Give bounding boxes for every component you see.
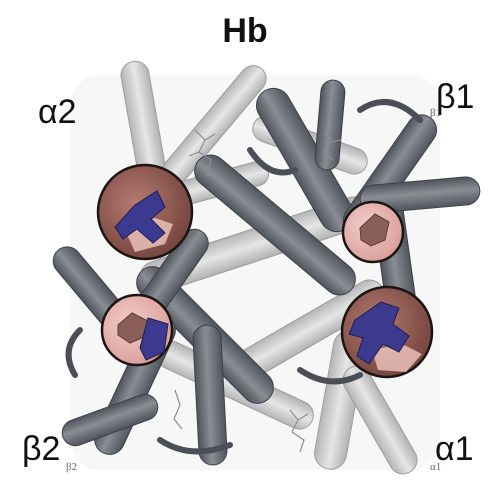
small-label-alpha1: α1 [430, 462, 441, 473]
heme-site-top-right [343, 202, 403, 262]
heme-site-bottom-left [102, 295, 172, 365]
label-beta2: β2 [22, 432, 60, 466]
label-beta1: β1 [436, 80, 474, 114]
figure-title: Hb [0, 14, 490, 48]
label-alpha2: α2 [38, 95, 77, 129]
heme-site-top-left [98, 165, 192, 259]
small-label-beta1: β1 [430, 108, 441, 119]
heme-site-bottom-right [342, 287, 432, 377]
small-label-beta2: β2 [66, 462, 77, 473]
